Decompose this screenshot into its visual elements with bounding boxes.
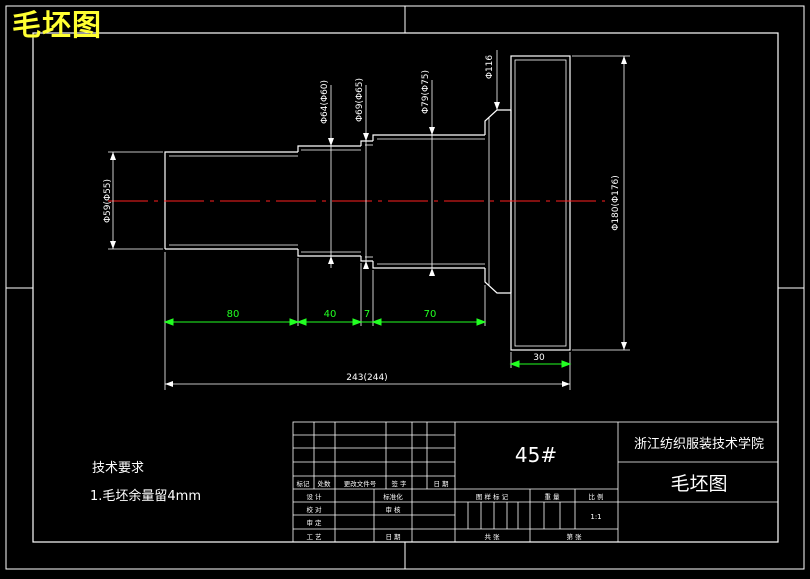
title-block-labels: 标记 处数 更改文件号 签 字 日 期 设 计 标准化 校 对 审 核 审 定 … [297,479,604,541]
dim-70: 70 [424,309,437,320]
dimension-lines [108,50,630,390]
tb-label-biaoji: 标记 [297,479,311,488]
tb-label-gengai: 更改文件号 [344,479,377,488]
dim-phi-79: Φ79(Φ75) [421,70,431,114]
tb-label-bili: 比 例 [588,492,603,501]
dim-phi-left: Φ59(Φ55) [103,179,113,223]
green-dimensions [163,318,572,368]
tb-label-shending: 审 定 [306,518,322,527]
tb-label-shenhe: 审 核 [385,505,401,514]
dim-phi-64: Φ64(Φ60) [320,80,330,124]
tb-label-qianzi: 签 字 [391,479,407,488]
dim-7: 7 [364,309,370,320]
tb-label-riqi2: 日 期 [385,533,401,541]
tb-label-zhongliang: 重 量 [544,493,560,501]
tb-label-di: 第 张 [566,532,582,541]
tb-label-riqi: 日 期 [433,480,449,488]
overlay-title: 毛坯图 [12,8,103,42]
tb-label-tuyangbiaoji: 图 样 标 记 [476,492,509,501]
tb-label-jiaodui: 校 对 [306,505,322,514]
tb-label-biaozhunhua: 标准化 [383,492,403,501]
tb-label-chushu: 处数 [318,479,332,488]
title-block [292,421,779,543]
shaft-outline [164,55,571,351]
tb-material: 45# [515,443,557,467]
tb-label-gong: 共 张 [484,532,500,541]
tb-scale: 1:1 [590,513,601,521]
arrowheads [110,56,627,387]
tb-school: 浙江纺织服装技术学院 [634,436,764,452]
tb-label-gongyi: 工 艺 [306,533,322,541]
inner-frame [32,32,779,543]
dim-phi-69: Φ69(Φ65) [355,78,365,122]
tb-label-sheji: 设 计 [306,492,322,501]
dim-80: 80 [227,309,240,320]
tech-req-item1: 1.毛坯余量留4mm [90,488,201,504]
dim-total-length: 243(244) [346,373,387,383]
dim-40: 40 [324,309,337,320]
tech-req-heading: 技术要求 [92,461,144,476]
finished-contour [169,59,567,347]
tb-drawing-name: 毛坯图 [670,473,727,495]
dim-116: Φ116 [485,55,495,80]
dim-phi-right: Φ180(Φ176) [611,175,621,231]
dim-30: 30 [533,353,545,363]
